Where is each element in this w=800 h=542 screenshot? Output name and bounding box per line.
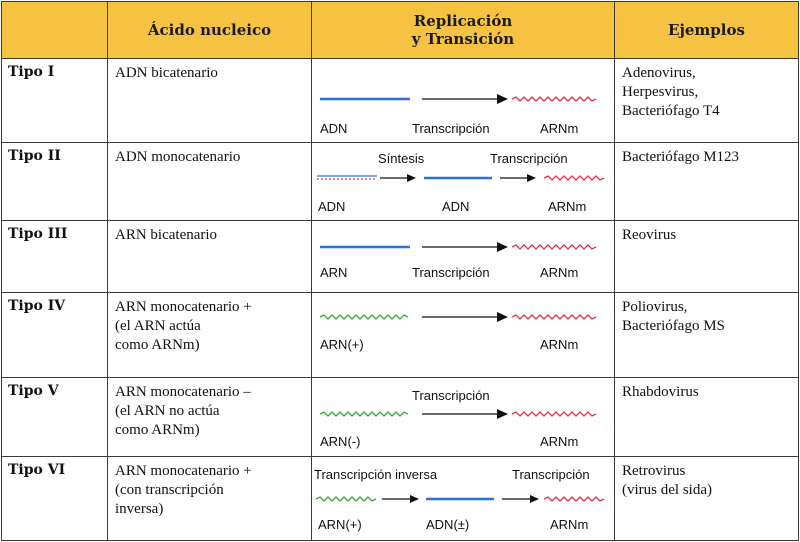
mrna-strand <box>543 175 605 181</box>
rna-plus-strand <box>319 314 409 320</box>
label-right: ARNm <box>540 265 578 280</box>
rna-plus-strand <box>315 496 377 502</box>
label-right: ARNm <box>550 517 588 532</box>
examples-cell: Adenovirus, Herpesvirus, Bacteriófago T4 <box>614 58 799 143</box>
arrow-head <box>497 242 508 252</box>
label-right: ARNm <box>540 434 578 449</box>
diagram-svg: Transcripción inversa Transcripción ARN(… <box>314 467 605 532</box>
type-cell: Tipo IV <box>1 292 108 378</box>
label-left: ADN <box>318 199 345 214</box>
replication-diagram: Transcripción ARN(-) ARNm <box>311 377 615 457</box>
type-cell: Tipo VI <box>1 456 108 541</box>
label-right: ARNm <box>548 199 586 214</box>
label-left: ARN <box>320 265 347 280</box>
table-row: Tipo I ADN bicatenario ADN Transcripción… <box>1 58 799 143</box>
header-replication-line2: y Transición <box>411 30 515 48</box>
mrna-strand <box>511 411 597 417</box>
diagram-svg: Síntesis Transcripción ADN ADN ARNm <box>317 151 605 214</box>
label-above-1: Síntesis <box>378 151 425 166</box>
label-mid: ADN(±) <box>426 517 469 532</box>
nucleic-acid-cell: ADN bicatenario <box>107 58 312 143</box>
table-row: Tipo V ARN monocatenario – (el ARN no ac… <box>1 377 799 457</box>
table-row: Tipo VI ARN monocatenario + (con transcr… <box>1 456 799 541</box>
mrna-strand <box>543 496 605 502</box>
arrow-head <box>407 174 416 182</box>
label-right: ARNm <box>540 121 578 136</box>
label-above-2: Transcripción <box>490 151 568 166</box>
mrna-strand <box>511 314 597 320</box>
nucleic-acid-cell: ADN monocatenario <box>107 142 312 221</box>
label-mid: ADN <box>442 199 469 214</box>
label-mid: Transcripción <box>412 265 490 280</box>
nucleic-acid-cell: ARN bicatenario <box>107 220 312 293</box>
arrow-head <box>497 409 508 419</box>
examples-cell: Retrovirus (virus del sida) <box>614 456 799 541</box>
rna-minus-strand <box>319 411 409 417</box>
table-row: Tipo IV ARN monocatenario + (el ARN actú… <box>1 292 799 378</box>
diagram-svg: ADN Transcripción ARNm <box>320 94 597 136</box>
arrow-head <box>497 94 508 104</box>
replication-diagram: Transcripción inversa Transcripción ARN(… <box>311 456 615 541</box>
nucleic-acid-cell: ARN monocatenario – (el ARN no actúa com… <box>107 377 312 457</box>
arrow-head <box>530 495 539 503</box>
type-cell: Tipo V <box>1 377 108 457</box>
mrna-strand <box>511 96 597 102</box>
type-cell: Tipo II <box>1 142 108 221</box>
label-right: ARNm <box>540 337 578 352</box>
type-cell: Tipo III <box>1 220 108 293</box>
arrow-head <box>527 174 536 182</box>
replication-diagram: ADN Transcripción ARNm <box>311 58 615 143</box>
diagram-svg: ARN(+) ARNm <box>319 312 597 352</box>
table-row: Tipo III ARN bicatenario ARN Transcripci… <box>1 220 799 293</box>
nucleic-acid-cell: ARN monocatenario + (el ARN actúa como A… <box>107 292 312 378</box>
replication-diagram: ARN Transcripción ARNm <box>311 220 615 293</box>
label-left: ADN <box>320 121 347 136</box>
label-above-1: Transcripción inversa <box>314 467 438 482</box>
diagram-svg: ARN Transcripción ARNm <box>320 242 597 280</box>
arrow-head <box>410 495 419 503</box>
label-left: ARN(-) <box>320 434 360 449</box>
header-replication: Replicación y Transición <box>311 1 615 59</box>
label-above-1: Transcripción <box>412 388 490 403</box>
examples-cell: Rhabdovirus <box>614 377 799 457</box>
header-examples: Ejemplos <box>614 1 799 59</box>
nucleic-acid-cell: ARN monocatenario + (con transcripción i… <box>107 456 312 541</box>
label-above-2: Transcripción <box>512 467 590 482</box>
header-nucleic-acid: Ácido nucleico <box>107 1 312 59</box>
mrna-strand <box>511 244 597 250</box>
header-row: Ácido nucleico Replicación y Transición … <box>1 1 799 59</box>
arrow-head <box>497 312 508 322</box>
label-mid: Transcripción <box>412 121 490 136</box>
examples-cell: Poliovirus, Bacteriófago MS <box>614 292 799 378</box>
label-left: ARN(+) <box>318 517 362 532</box>
label-left: ARN(+) <box>320 337 364 352</box>
header-replication-line1: Replicación <box>413 12 513 30</box>
examples-cell: Reovirus <box>614 220 799 293</box>
table-row: Tipo II ADN monocatenario Síntesis Trans… <box>1 142 799 221</box>
diagram-svg: Transcripción ARN(-) ARNm <box>319 388 597 449</box>
replication-diagram: ARN(+) ARNm <box>311 292 615 378</box>
replication-diagram: Síntesis Transcripción ADN ADN ARNm <box>311 142 615 221</box>
header-type <box>1 1 108 59</box>
examples-cell: Bacteriófago M123 <box>614 142 799 221</box>
type-cell: Tipo I <box>1 58 108 143</box>
